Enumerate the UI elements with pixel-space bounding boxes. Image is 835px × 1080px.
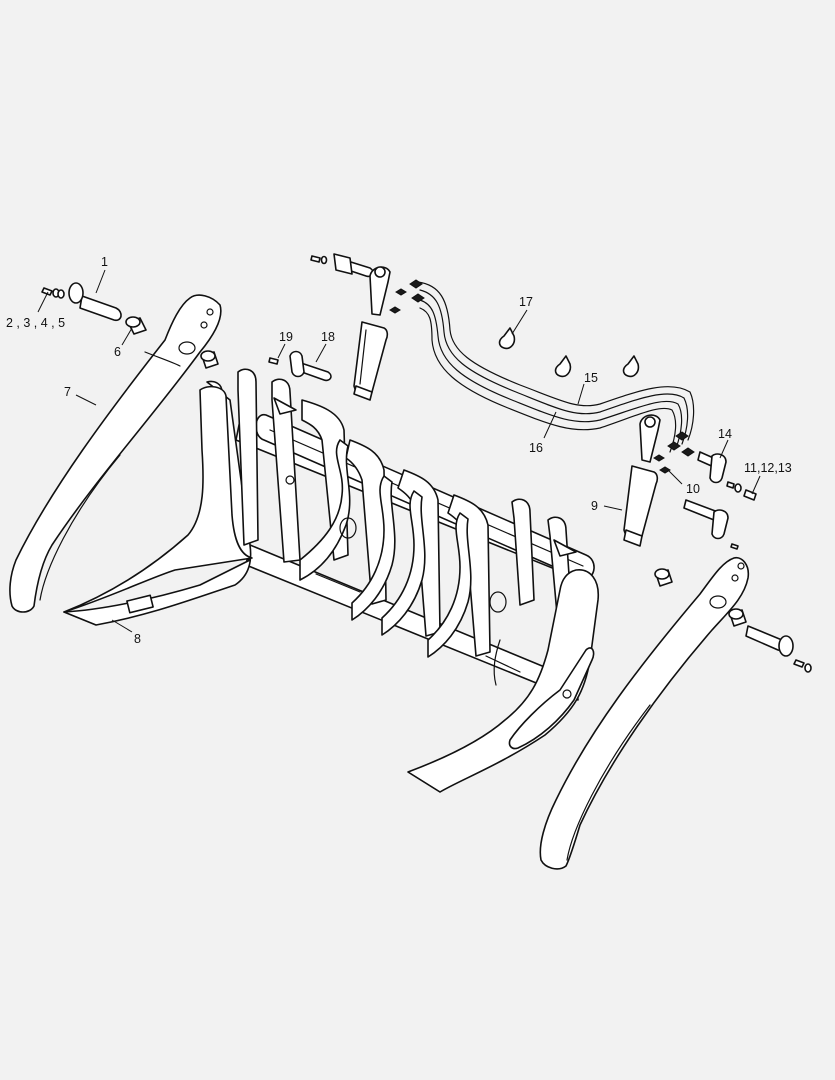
bushing-right	[654, 568, 747, 627]
bushing-left	[200, 350, 219, 369]
callout-8: 8	[134, 632, 141, 646]
pin-top	[310, 253, 374, 278]
hose-clamps-17	[498, 327, 640, 378]
callout-19: 19	[279, 330, 293, 344]
pin-18	[289, 350, 332, 382]
callout-6: 6	[114, 345, 121, 359]
pin-right-bottom	[745, 625, 812, 673]
pin-14	[697, 451, 757, 501]
left-arm	[9, 294, 222, 613]
callout-16: 16	[529, 441, 543, 455]
callout-17: 17	[519, 295, 533, 309]
hose-lines	[389, 279, 695, 474]
leader-lines	[37, 269, 761, 633]
callout-2-5: 2 , 3 , 4 , 5	[6, 316, 65, 330]
callout-7: 7	[64, 385, 71, 399]
bushing-6	[125, 316, 147, 335]
cylinder-left	[353, 266, 391, 401]
right-arm	[539, 556, 750, 870]
callout-15: 15	[584, 371, 598, 385]
callout-14: 14	[718, 427, 732, 441]
callout-9: 9	[591, 499, 598, 513]
callout-10: 10	[686, 482, 700, 496]
bolt-19	[268, 357, 279, 365]
callouts: 1 2 , 3 , 4 , 5 6 7 8 9 10 11,12,13 14 1…	[6, 255, 792, 646]
pin-right-lower	[683, 499, 739, 550]
pin-1	[68, 282, 122, 322]
washers-2-5	[41, 287, 65, 299]
callout-1: 1	[101, 255, 108, 269]
fork-frame	[63, 368, 600, 793]
callout-18: 18	[321, 330, 335, 344]
callout-11-13: 11,12,13	[744, 461, 792, 475]
cylinder-9	[623, 414, 661, 547]
